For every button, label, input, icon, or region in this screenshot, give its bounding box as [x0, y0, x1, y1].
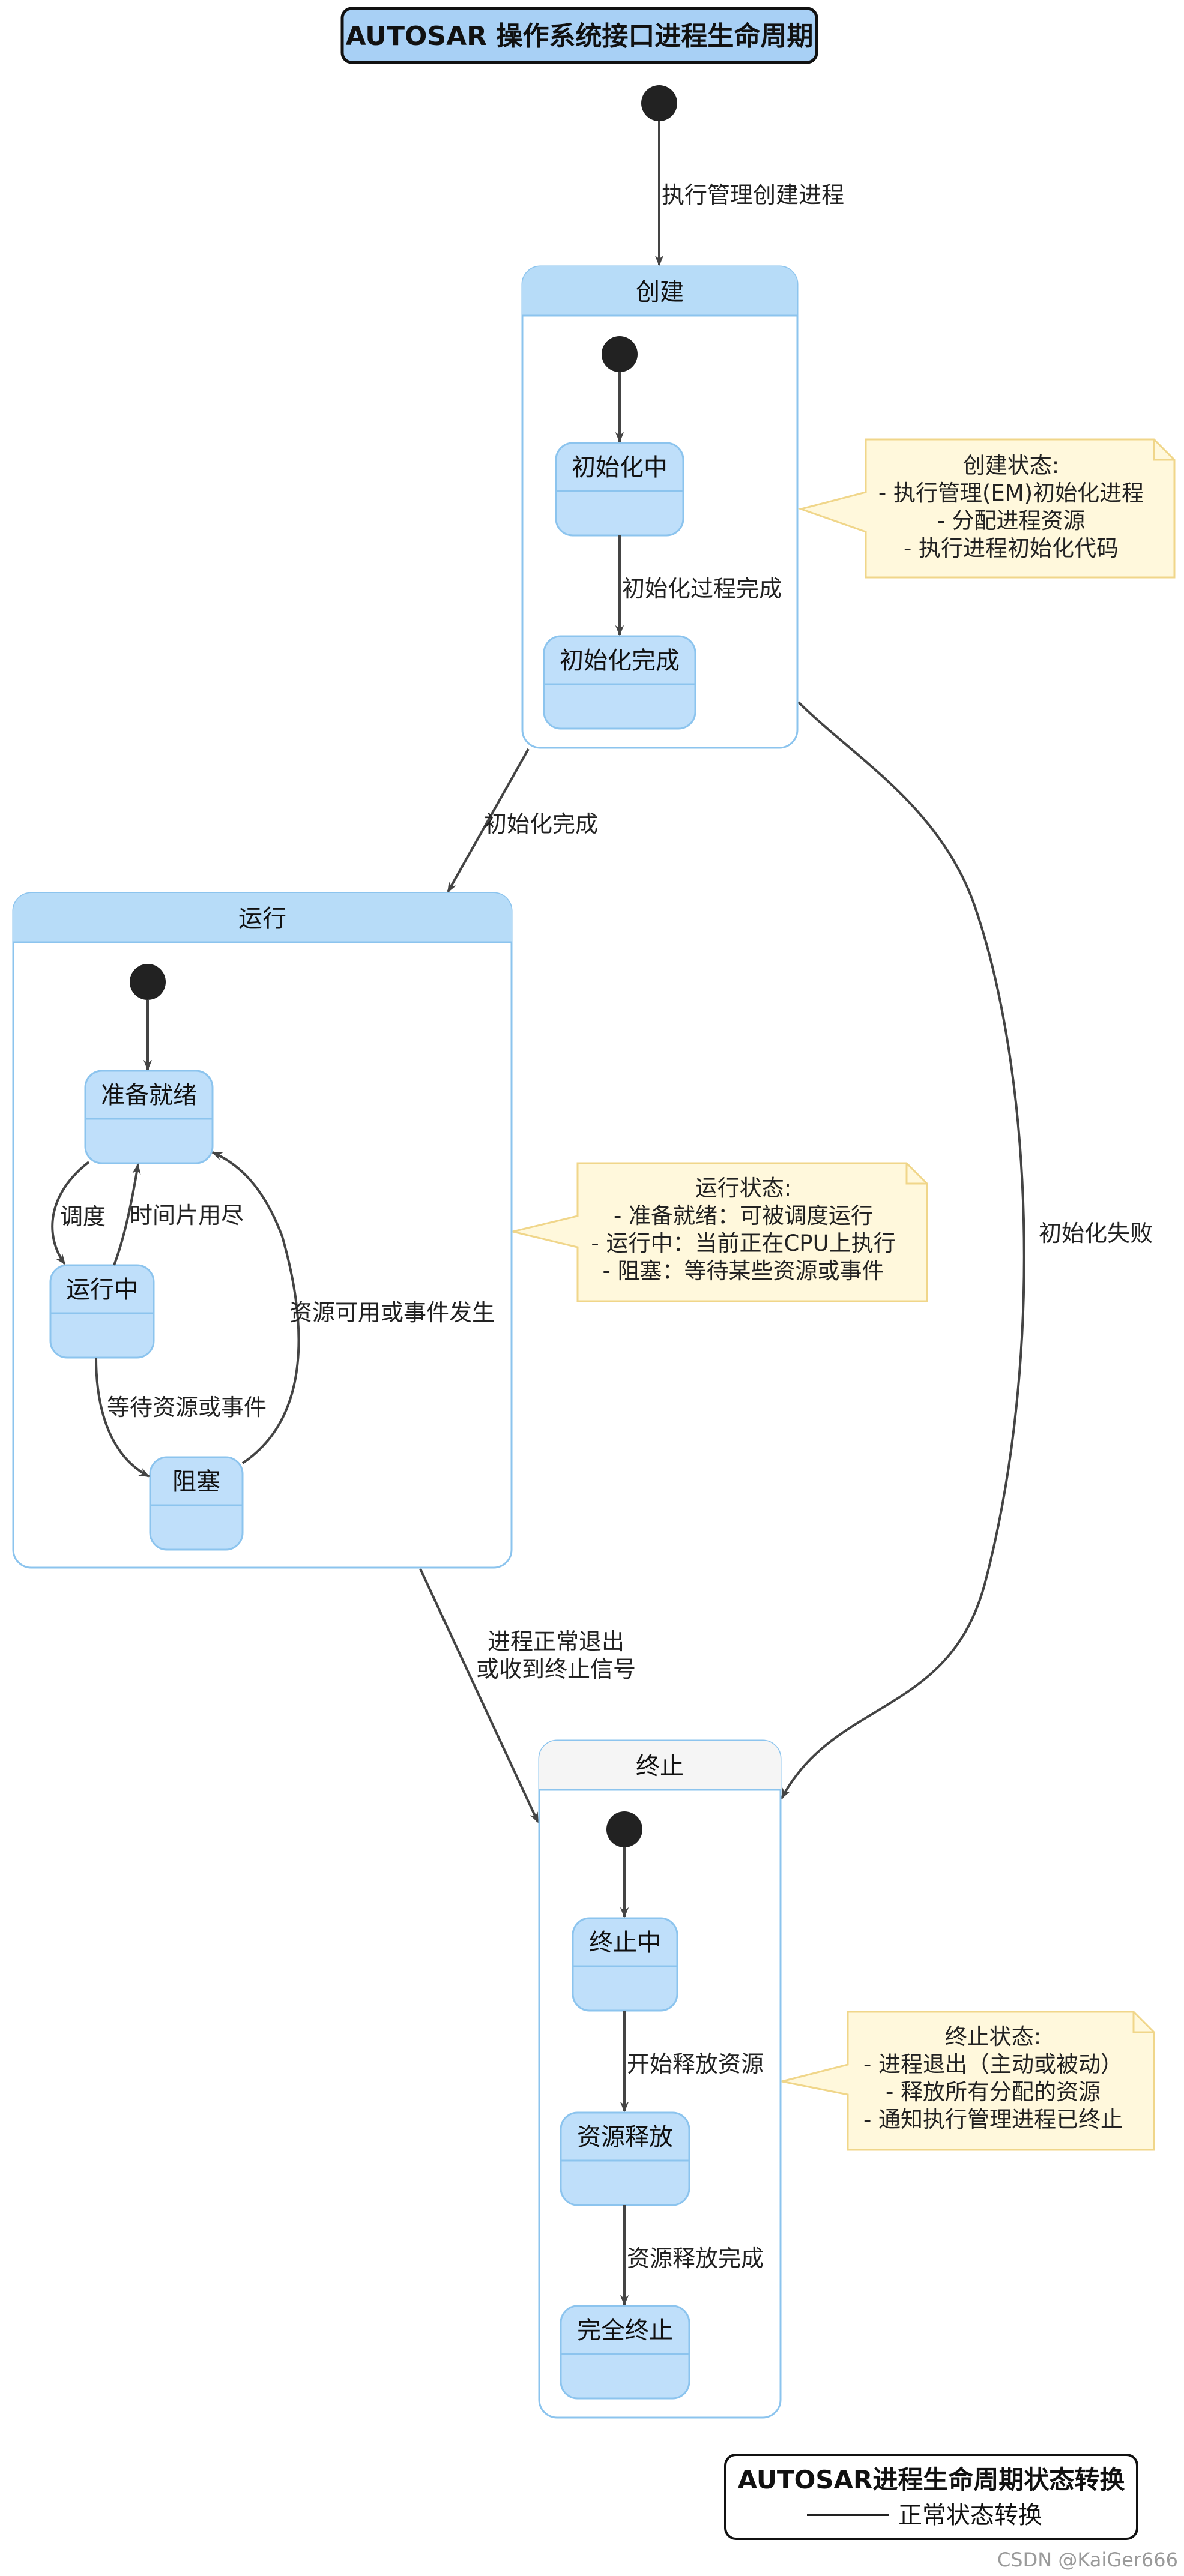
transition-label-timeslice: 时间片用尽: [130, 1202, 244, 1229]
transition-label-resource-ready: 资源可用或事件发生: [289, 1299, 495, 1326]
svg-text:初始化中: 初始化中: [572, 454, 668, 481]
svg-text:准备就绪: 准备就绪: [101, 1082, 197, 1109]
svg-text:- 执行进程初始化代码: - 执行进程初始化代码: [904, 535, 1119, 561]
transition-label-wait: 等待资源或事件: [107, 1394, 267, 1421]
svg-text:- 准备就绪：可被调度运行: - 准备就绪：可被调度运行: [614, 1203, 873, 1229]
svg-text:- 执行管理(EM)初始化进程: - 执行管理(EM)初始化进程: [878, 480, 1144, 506]
svg-text:终止状态:: 终止状态:: [945, 2024, 1041, 2050]
watermark: CSDN @KaiGer666: [997, 2548, 1178, 2571]
composite-state-terminate: 终止: [538, 1739, 782, 2419]
state-terminated: 完全终止: [560, 2305, 690, 2400]
svg-text:初始化完成: 初始化完成: [560, 647, 680, 675]
state-init-complete: 初始化完成: [543, 635, 696, 730]
svg-text:- 进程退出（主动或被动）: - 进程退出（主动或被动）: [863, 2051, 1123, 2077]
transition-label-exit-2: 或收到终止信号: [476, 1656, 636, 1682]
arrow-schedule: [51, 1161, 90, 1265]
transition-label-init-done: 初始化完成: [484, 811, 598, 837]
svg-text:阻塞: 阻塞: [172, 1468, 220, 1496]
transition-label-create: 执行管理创建进程: [662, 182, 844, 208]
initial-state-dot: [641, 85, 677, 121]
transition-label-exit-1: 进程正常退出: [488, 1628, 624, 1655]
composite-state-run: 运行: [12, 892, 513, 1569]
transition-arrow-init-fail: [781, 701, 1025, 1799]
state-blocked: 阻塞: [149, 1456, 244, 1551]
svg-text:资源释放: 资源释放: [577, 2123, 673, 2151]
svg-text:AUTOSAR 操作系统接口进程生命周期: AUTOSAR 操作系统接口进程生命周期: [346, 21, 814, 52]
transition-arrow-init-done: [447, 748, 530, 893]
transition-label-schedule: 调度: [60, 1203, 106, 1230]
legend: AUTOSAR进程生命周期状态转换 正常状态转换: [724, 2454, 1138, 2540]
svg-text:运行状态:: 运行状态:: [695, 1175, 791, 1201]
transition-label-release-done: 资源释放完成: [627, 2245, 764, 2272]
svg-text:- 释放所有分配的资源: - 释放所有分配的资源: [886, 2079, 1101, 2105]
state-initializing: 初始化中: [555, 442, 684, 537]
state-ready: 准备就绪: [84, 1070, 214, 1164]
arrow-wait: [95, 1357, 150, 1478]
svg-text:- 分配进程资源: - 分配进程资源: [937, 508, 1085, 534]
svg-text:终止中: 终止中: [589, 1929, 661, 1957]
initial-dot-create: [602, 336, 638, 372]
composite-title-run: 运行: [238, 905, 286, 933]
state-running: 运行中: [49, 1264, 155, 1359]
arrow-resource-ready: [211, 1151, 300, 1464]
note-create: 创建状态: - 执行管理(EM)初始化进程 - 分配进程资源 - 执行进程初始化…: [797, 438, 1176, 579]
legend-title: AUTOSAR进程生命周期状态转换: [738, 2465, 1125, 2494]
svg-text:完全终止: 完全终止: [577, 2317, 673, 2344]
svg-text:- 通知执行管理进程已终止: - 通知执行管理进程已终止: [863, 2107, 1123, 2132]
composite-title-terminate: 终止: [636, 1753, 684, 1780]
state-terminating: 终止中: [572, 1917, 678, 2012]
arrow-timeslice: [113, 1163, 141, 1266]
diagram-title: AUTOSAR 操作系统接口进程生命周期: [340, 7, 818, 64]
svg-text:- 运行中：当前正在CPU上执行: - 运行中：当前正在CPU上执行: [591, 1230, 895, 1256]
note-terminate: 终止状态: - 进程退出（主动或被动） - 释放所有分配的资源 - 通知执行管理…: [781, 2011, 1155, 2151]
transition-label-init-fail: 初始化失败: [1039, 1220, 1153, 1247]
state-releasing: 资源释放: [560, 2111, 690, 2206]
initial-dot-terminate: [606, 1811, 642, 1847]
transition-label-release-start: 开始释放资源: [627, 2051, 764, 2077]
svg-text:- 阻塞：等待某些资源或事件: - 阻塞：等待某些资源或事件: [602, 1258, 884, 1284]
transition-label-init-process: 初始化过程完成: [622, 576, 782, 602]
composite-title-create: 创建: [636, 278, 684, 306]
svg-text:运行中: 运行中: [66, 1276, 138, 1304]
legend-item: 正常状态转换: [898, 2502, 1042, 2529]
transition-arrow-exit: [419, 1568, 539, 1823]
initial-dot-run: [130, 964, 166, 1000]
svg-text:创建状态:: 创建状态:: [963, 453, 1059, 478]
note-run: 运行状态: - 准备就绪：可被调度运行 - 运行中：当前正在CPU上执行 - 阻…: [512, 1162, 928, 1302]
